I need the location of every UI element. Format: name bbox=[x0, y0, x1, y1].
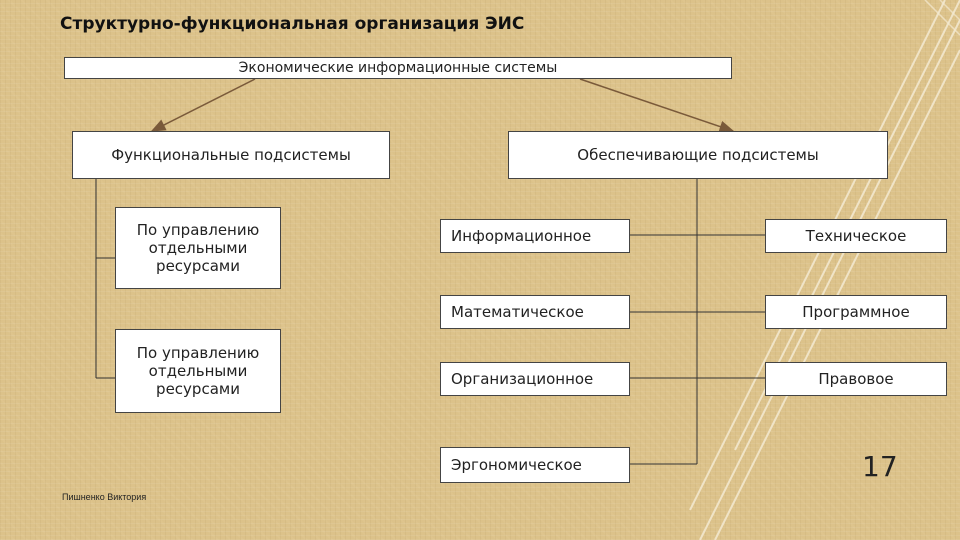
supporting-item-label: Техническое bbox=[805, 227, 907, 245]
supporting-item-legal: Правовое bbox=[765, 362, 947, 396]
page-number: 17 bbox=[862, 450, 898, 483]
supporting-item-label: Эргономическое bbox=[451, 456, 582, 474]
author-name: Пишненко Виктория bbox=[62, 492, 147, 502]
supporting-subsystems-label: Обеспечивающие подсистемы bbox=[577, 146, 819, 164]
root-label: Экономические информационные системы bbox=[238, 59, 558, 76]
supporting-subsystems-box: Обеспечивающие подсистемы bbox=[508, 131, 888, 179]
functional-item-2: По управлению отдельными ресурсами bbox=[115, 329, 281, 413]
supporting-item-mathematical: Математическое bbox=[440, 295, 630, 329]
functional-subsystems-label: Функциональные подсистемы bbox=[111, 146, 351, 164]
supporting-item-label: Математическое bbox=[451, 303, 584, 321]
supporting-item-label: Программное bbox=[802, 303, 910, 321]
supporting-item-label: Правовое bbox=[818, 370, 894, 388]
supporting-item-ergonomic: Эргономическое bbox=[440, 447, 630, 483]
root-box: Экономические информационные системы bbox=[64, 57, 732, 79]
slide-title: Структурно-функциональная организация ЭИ… bbox=[60, 14, 525, 34]
arrow-to-functional bbox=[150, 78, 256, 132]
arrow-to-supporting bbox=[579, 78, 735, 133]
functional-item-1: По управлению отдельными ресурсами bbox=[115, 207, 281, 289]
supporting-item-technical: Техническое bbox=[765, 219, 947, 253]
supporting-item-organizational: Организационное bbox=[440, 362, 630, 396]
supporting-item-software: Программное bbox=[765, 295, 947, 329]
supporting-item-label: Информационное bbox=[451, 227, 592, 245]
functional-item-label: По управлению отдельными ресурсами bbox=[136, 344, 260, 398]
supporting-item-informational: Информационное bbox=[440, 219, 630, 253]
supporting-item-label: Организационное bbox=[451, 370, 594, 388]
functional-subsystems-box: Функциональные подсистемы bbox=[72, 131, 390, 179]
functional-item-label: По управлению отдельными ресурсами bbox=[136, 221, 260, 275]
